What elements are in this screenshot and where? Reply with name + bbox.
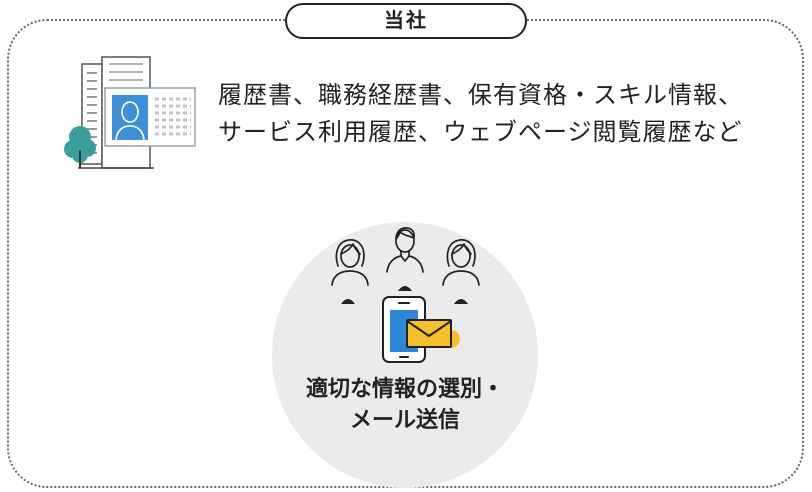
process-caption-line-2: メール送信 (349, 407, 460, 432)
pointer-triangle-icon (454, 299, 468, 304)
resume-card-icon (104, 87, 196, 147)
female-user-icon (331, 239, 369, 286)
section-label: 当社 (285, 3, 527, 39)
collected-data-line-2: サービス利用履歴、ウェブページ閲覧履歴など (218, 119, 743, 146)
smartphone-mail-icon (382, 296, 460, 363)
pointer-triangle-icon (398, 286, 412, 291)
tree-icon (64, 126, 96, 168)
female-user-icon (442, 239, 480, 286)
collected-data-line-1: 履歴書、職務経歴書、保有資格・スキル情報、 (218, 82, 743, 109)
building-with-resume-icon (64, 56, 196, 169)
process-caption-line-1: 適切な情報の選別・ (305, 376, 504, 401)
male-user-icon (386, 227, 424, 273)
collected-data-list: 履歴書、職務経歴書、保有資格・スキル情報、 サービス利用履歴、ウェブページ閲覧履… (218, 77, 743, 151)
pointer-triangle-icon (341, 299, 355, 304)
smartphone-icon (382, 296, 426, 363)
process-caption: 適切な情報の選別・ メール送信 (272, 373, 538, 435)
envelope-icon (406, 319, 452, 348)
